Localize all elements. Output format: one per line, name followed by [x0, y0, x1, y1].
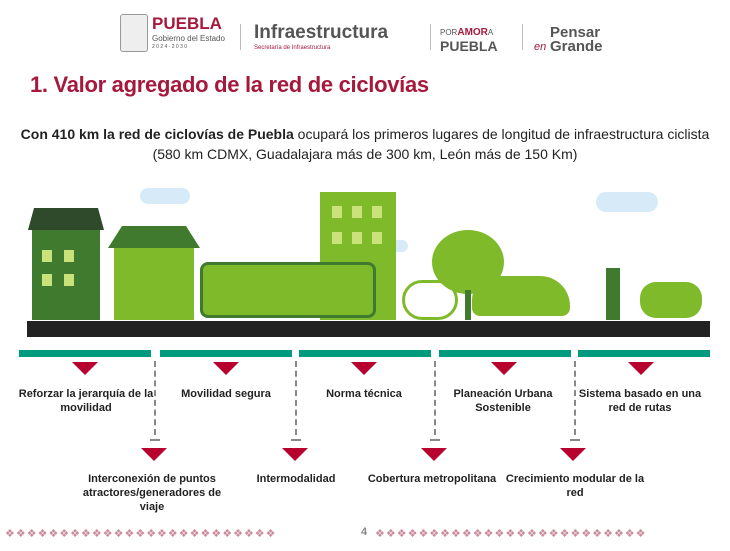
- car-icon: [472, 276, 570, 316]
- puebla-years: 2 0 2 4 - 2 0 3 0: [152, 44, 188, 50]
- amor-a: A: [487, 28, 494, 37]
- pensar-en-grande-logo: Pensar en Grande: [534, 14, 618, 55]
- timeline-bar: [439, 350, 571, 357]
- timeline-bar: [299, 350, 431, 357]
- timeline-bar: [578, 350, 710, 357]
- dashed-connector: [295, 361, 297, 435]
- city-illustration: [0, 170, 730, 340]
- infra-name: Infraestructura: [254, 22, 389, 43]
- pensar-bottom: Grande: [550, 38, 603, 55]
- top-item-label: Norma técnica: [326, 388, 402, 400]
- triangle-marker-icon: [628, 362, 654, 375]
- scooter-icon: [640, 282, 702, 318]
- top-item-label: Sistema basado en una red de rutas: [578, 388, 702, 414]
- dashed-connector: [434, 361, 436, 435]
- por-amor-a-puebla-logo: PORAMORA PUEBLA: [440, 14, 512, 54]
- triangle-marker-icon: [72, 362, 98, 375]
- subtitle: Con 410 km la red de ciclovías de Puebla…: [20, 124, 710, 164]
- triangle-marker-icon: [351, 362, 377, 375]
- road: [27, 321, 710, 337]
- bus-icon: [200, 262, 376, 318]
- connector-end: [291, 439, 301, 441]
- house-icon: [28, 208, 104, 320]
- bottom-item-label: Intermodalidad: [256, 473, 336, 485]
- divider: [522, 24, 523, 50]
- puebla-name: PUEBLA: [152, 14, 222, 33]
- bottom-item-label: Cobertura metropolitana: [367, 473, 497, 485]
- subtitle-bold: Con 410 km la red de ciclovías de Puebla: [20, 126, 294, 142]
- bottom-item-label: Interconexión de puntos atractores/gener…: [82, 473, 222, 513]
- pensar-top: Pensar: [550, 24, 601, 41]
- amor-por: POR: [440, 28, 458, 37]
- top-item-label: Planeación Urbana Sostenible: [453, 388, 553, 414]
- cloud-icon: [140, 188, 190, 204]
- connector-end: [150, 439, 160, 441]
- top-item-label: Reforzar la jerarquía de la movilidad: [18, 388, 154, 414]
- infraestructura-logo: Infraestructura Secretaría de Infraestru…: [254, 14, 424, 54]
- footer-pattern-right: ❖❖❖❖❖❖❖❖❖❖❖❖❖❖❖❖❖❖❖❖❖❖❖❖❖: [375, 528, 647, 540]
- dashed-connector: [154, 361, 156, 435]
- timeline-bar: [160, 350, 292, 357]
- bottom-item-label: Crecimiento modular de la red: [505, 473, 645, 499]
- amor-puebla: PUEBLA: [440, 38, 498, 54]
- triangle-marker-icon: [421, 448, 447, 461]
- footer-pattern-left: ❖❖❖❖❖❖❖❖❖❖❖❖❖❖❖❖❖❖❖❖❖❖❖❖❖: [5, 528, 277, 540]
- page-number: 4: [361, 526, 368, 538]
- divider: [240, 24, 241, 50]
- connector-end: [430, 439, 440, 441]
- triangle-marker-icon: [491, 362, 517, 375]
- puebla-sub: Gobierno del Estado: [152, 34, 225, 43]
- triangle-marker-icon: [213, 362, 239, 375]
- cyclist-icon: [402, 280, 458, 320]
- charger-icon: [606, 268, 620, 320]
- tree-trunk: [465, 290, 471, 320]
- dashed-connector: [574, 361, 576, 435]
- connector-end: [570, 439, 580, 441]
- house-icon: [108, 226, 200, 320]
- triangle-marker-icon: [141, 448, 167, 461]
- top-item-label: Movilidad segura: [181, 388, 271, 400]
- divider: [430, 24, 431, 50]
- timeline-bar: [19, 350, 151, 357]
- coat-of-arms-icon: [120, 14, 148, 52]
- pensar-en: en: [534, 41, 547, 53]
- amor-amor: AMOR: [457, 27, 488, 38]
- triangle-marker-icon: [560, 448, 586, 461]
- triangle-marker-icon: [282, 448, 308, 461]
- cloud-icon: [596, 192, 658, 212]
- subtitle-rest: ocupará los primeros lugares de longitud…: [152, 126, 710, 162]
- page-title: 1. Valor agregado de la red de ciclovías: [30, 72, 429, 97]
- puebla-logo: PUEBLA Gobierno del Estado 2 0 2 4 - 2 0…: [120, 14, 232, 54]
- infra-sub: Secretaría de Infraestructura: [254, 45, 331, 51]
